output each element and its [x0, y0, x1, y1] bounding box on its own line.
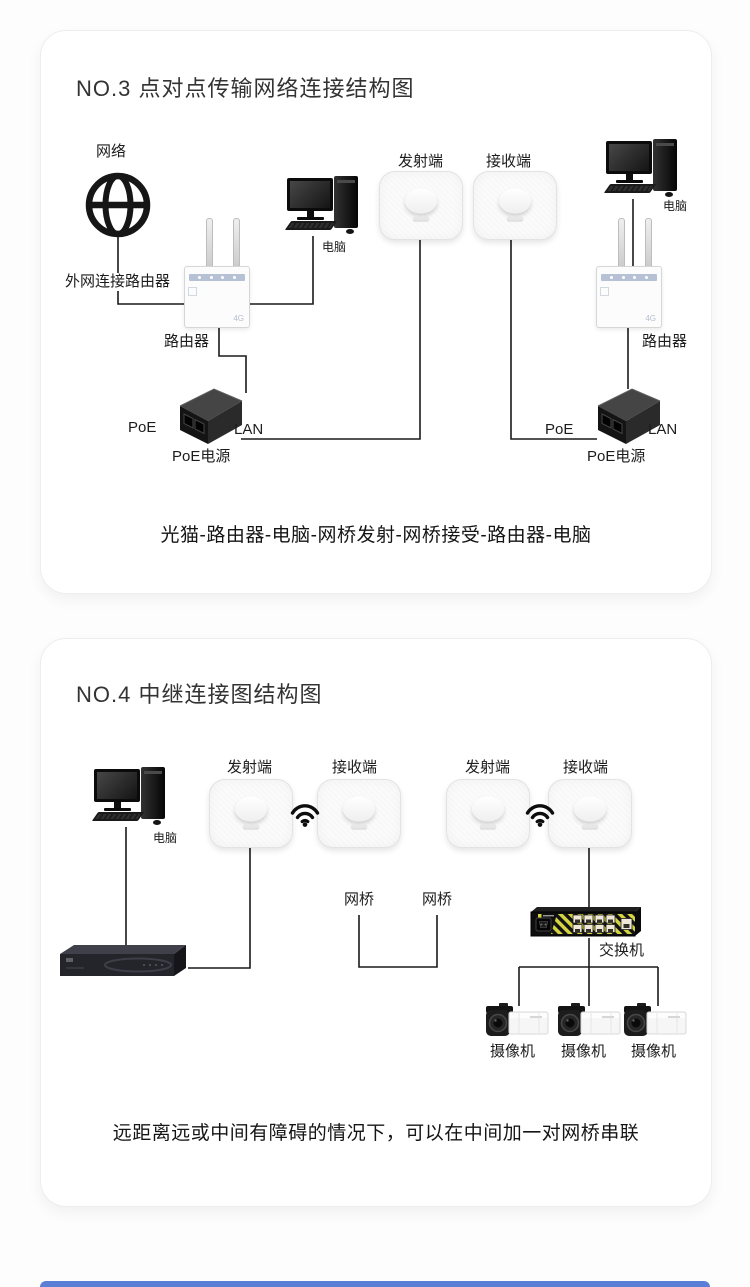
mouse-icon: [665, 192, 673, 197]
keyboard-icon: [91, 812, 145, 821]
camera2-label: 摄像机: [561, 1043, 607, 1060]
poe-injector-left-device: [179, 388, 243, 444]
monitor-icon: [287, 178, 333, 211]
connector-wires: [117, 199, 634, 440]
poe-left-lan-label: LAN: [234, 421, 264, 438]
receiver-label: 接收端: [486, 153, 532, 170]
wifi-icon: [290, 804, 320, 827]
router-right-device: 4G: [596, 216, 662, 328]
router-antenna-icon: [618, 218, 625, 272]
tx2-label: 发射端: [465, 759, 511, 776]
poe-left-name-label: PoE电源: [172, 448, 231, 465]
pc-left-device: [284, 176, 359, 236]
receiver-bridge-device: [473, 171, 557, 240]
wifi-icon: [525, 804, 555, 827]
bridge-feed-icon: [343, 796, 375, 822]
router-4g-badge: 4G: [645, 314, 656, 323]
camera-device: [486, 1003, 549, 1036]
rx2-bridge-device: [548, 779, 632, 848]
router-4g-badge: 4G: [233, 314, 244, 323]
panel-no3-card: NO.3 点对点传输网络连接结构图 网络 外网连接路由器 4G 路由器 电脑 发…: [40, 30, 712, 594]
mouse-icon: [153, 820, 161, 825]
router-body: 4G: [596, 266, 662, 328]
router-antenna-icon: [645, 218, 652, 272]
rx1-bridge-device: [317, 779, 401, 848]
bridge-right-label: 网桥: [422, 891, 453, 908]
router-body: 4G: [184, 266, 250, 328]
router-antenna-icon: [206, 218, 213, 272]
panel-no3-caption: 光猫-路由器-电脑-网桥发射-网桥接受-路由器-电脑: [160, 525, 592, 546]
pc-label: 电脑: [153, 831, 178, 845]
tx1-bridge-device: [209, 779, 293, 848]
bridge-feed-icon: [472, 796, 504, 822]
router-led-strip: [189, 274, 245, 281]
keyboard-icon: [284, 221, 338, 230]
panel-no4-card: NO.4 中继连接图结构图 电脑 发射端 接收端 发射端 接收端 网桥: [40, 638, 712, 1207]
poe-right-name-label: PoE电源: [587, 448, 646, 465]
pc-tower-icon: [653, 139, 677, 191]
tx2-bridge-device: [446, 779, 530, 848]
router-right-label: 路由器: [642, 333, 688, 350]
router-left-device: 4G: [184, 216, 250, 328]
pc-device: [91, 767, 166, 827]
camera3-label: 摄像机: [631, 1043, 677, 1060]
pc-right-label: 电脑: [663, 199, 688, 213]
pc-left-label: 电脑: [322, 240, 347, 254]
router-logo: [188, 287, 197, 296]
poe-right-poe-label: PoE: [545, 421, 574, 438]
monitor-icon: [606, 141, 652, 174]
poe-right-lan-label: LAN: [648, 421, 678, 438]
router-logo: [600, 287, 609, 296]
router-led-strip: [601, 274, 657, 281]
bridge-feed-icon: [574, 796, 606, 822]
bridge-left-label: 网桥: [344, 891, 375, 908]
rx2-label: 接收端: [563, 759, 609, 776]
poe-injector-right-device: [597, 388, 661, 444]
camera-device: [624, 1003, 687, 1036]
panel-no4-title: NO.4 中继连接图结构图: [76, 682, 323, 707]
globe-icon: [85, 172, 151, 238]
mouse-icon: [346, 229, 354, 234]
nvr-device: [60, 945, 186, 976]
pc-right-device: [603, 139, 678, 199]
camera1-label: 摄像机: [490, 1043, 536, 1060]
rx1-label: 接收端: [332, 759, 378, 776]
pc-tower-icon: [141, 767, 165, 819]
monitor-icon: [94, 769, 140, 802]
wan-router-label: 外网连接路由器: [63, 273, 173, 291]
panel-no3-title: NO.3 点对点传输网络连接结构图: [76, 76, 415, 101]
bridge-feed-icon: [499, 188, 531, 214]
tx1-label: 发射端: [227, 759, 273, 776]
bridge-feed-icon: [405, 188, 437, 214]
keyboard-icon: [603, 184, 657, 193]
camera-device: [558, 1003, 621, 1036]
bridge-feed-icon: [235, 796, 267, 822]
network-label: 网络: [96, 143, 127, 160]
switch-label: 交换机: [599, 942, 645, 959]
transmitter-label: 发射端: [398, 153, 444, 170]
switch-device: [530, 907, 641, 937]
router-left-label: 路由器: [164, 333, 210, 350]
poe-left-poe-label: PoE: [128, 419, 157, 436]
panel-no4-caption: 远距离远或中间有障碍的情况下，可以在中间加一对网桥串联: [112, 1123, 640, 1144]
connector-wires: [125, 827, 659, 1006]
pc-tower-icon: [334, 176, 358, 228]
router-antenna-icon: [233, 218, 240, 272]
transmitter-bridge-device: [379, 171, 463, 240]
next-section-peek-bar: [40, 1281, 710, 1287]
